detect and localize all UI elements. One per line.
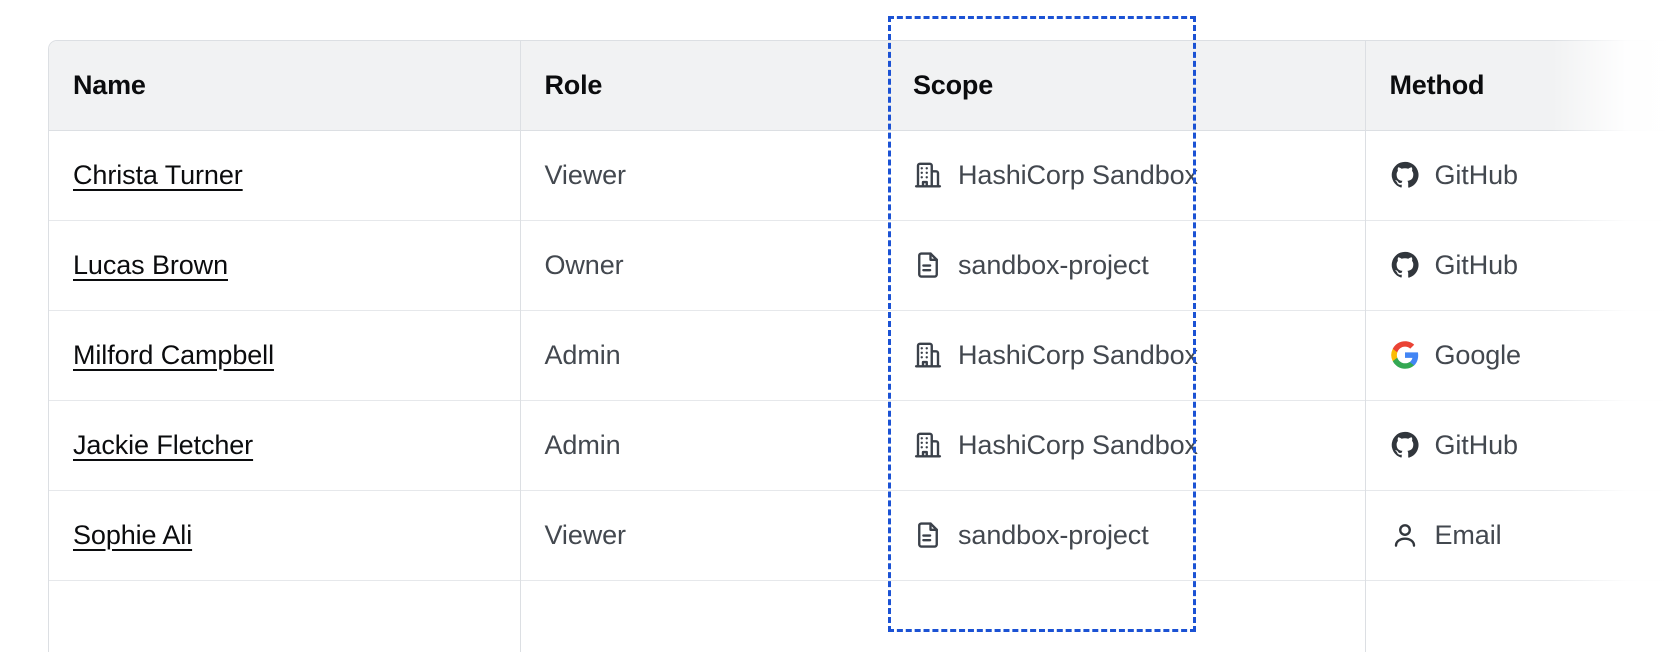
cell-method: GitHub	[1364, 130, 1672, 220]
method-label: Email	[1434, 519, 1502, 550]
document-icon	[913, 250, 943, 280]
cell-method: Google	[1364, 309, 1672, 400]
cell-name: Jackie Fletcher	[49, 399, 521, 490]
column-header-method[interactable]: Method	[1364, 41, 1672, 131]
method-label: GitHub	[1434, 159, 1519, 190]
member-name-link[interactable]: Christa Turner	[73, 159, 243, 190]
cell-method: GitHub	[1364, 219, 1672, 310]
members-table-container: Name Role Scope Method Christa Turner Vi…	[48, 40, 1672, 652]
scope-label: HashiCorp Sandbox	[958, 429, 1198, 460]
scope-label: sandbox-project	[958, 249, 1149, 280]
table-row[interactable]	[49, 579, 1672, 652]
cell-role: Owner	[520, 219, 889, 310]
google-icon	[1390, 340, 1420, 370]
table-body: Christa Turner Viewer	[49, 130, 1672, 652]
cell-scope: HashiCorp Sandbox	[889, 399, 1365, 490]
scope-label: sandbox-project	[958, 519, 1149, 550]
member-name-link[interactable]: Milford Campbell	[73, 339, 274, 370]
scope-label: HashiCorp Sandbox	[958, 159, 1198, 190]
cell-scope: sandbox-project	[889, 489, 1365, 580]
cell-name: Lucas Brown	[49, 219, 521, 310]
cell-name: Sophie Ali	[49, 489, 521, 580]
column-header-role[interactable]: Role	[520, 41, 889, 131]
user-icon	[1390, 520, 1420, 550]
building-icon	[913, 340, 943, 370]
building-icon	[913, 430, 943, 460]
cell-name	[49, 579, 521, 652]
cell-method: Email	[1364, 489, 1672, 580]
cell-scope: HashiCorp Sandbox	[889, 130, 1365, 220]
table-row[interactable]: Milford Campbell Admin	[49, 309, 1672, 400]
table-row[interactable]: Sophie Ali Viewer sa	[49, 489, 1672, 580]
scope-label: HashiCorp Sandbox	[958, 339, 1198, 370]
method-label: GitHub	[1434, 429, 1519, 460]
github-icon	[1390, 250, 1420, 280]
cell-scope	[889, 579, 1365, 652]
github-icon	[1390, 430, 1420, 460]
column-header-name[interactable]: Name	[49, 41, 521, 131]
cell-name: Christa Turner	[49, 130, 521, 220]
cell-role: Admin	[520, 309, 889, 400]
method-label: GitHub	[1434, 249, 1519, 280]
table-header: Name Role Scope Method	[49, 41, 1672, 131]
table-row[interactable]: Christa Turner Viewer	[49, 130, 1672, 220]
cell-scope: sandbox-project	[889, 219, 1365, 310]
member-name-link[interactable]: Jackie Fletcher	[73, 429, 254, 460]
building-icon	[913, 160, 943, 190]
cell-role: Viewer	[520, 489, 889, 580]
cell-role	[520, 579, 889, 652]
method-label: Google	[1434, 339, 1522, 370]
github-icon	[1390, 160, 1420, 190]
member-name-link[interactable]: Lucas Brown	[73, 249, 228, 280]
cell-method	[1364, 579, 1672, 652]
document-icon	[913, 520, 943, 550]
cell-scope: HashiCorp Sandbox	[889, 309, 1365, 400]
member-name-link[interactable]: Sophie Ali	[73, 519, 193, 550]
table-row[interactable]: Jackie Fletcher Admin	[49, 399, 1672, 490]
table-row[interactable]: Lucas Brown Owner sa	[49, 219, 1672, 310]
table-header-row: Name Role Scope Method	[49, 41, 1672, 131]
cell-name: Milford Campbell	[49, 309, 521, 400]
cell-method: GitHub	[1364, 399, 1672, 490]
members-table: Name Role Scope Method Christa Turner Vi…	[49, 41, 1672, 652]
cell-role: Viewer	[544, 159, 627, 190]
column-header-scope[interactable]: Scope	[889, 41, 1365, 131]
cell-role: Admin	[520, 399, 889, 490]
